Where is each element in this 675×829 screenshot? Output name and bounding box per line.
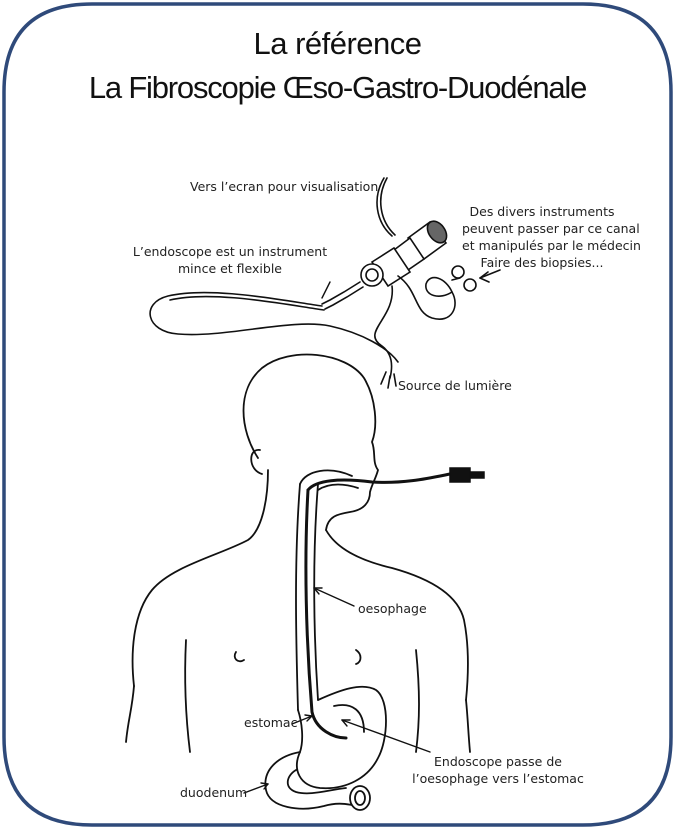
label-instruments-line: peuvent passer par ce canal: [462, 220, 622, 237]
label-passage: Endoscope passe de l’oesophage vers l’es…: [406, 753, 590, 787]
forceps-ring-2: [464, 279, 476, 291]
label-instruments-line: Des divers instruments: [462, 203, 622, 220]
label-endoscope: L’endoscope est un instrument mince et f…: [124, 243, 336, 277]
scope-connector: [450, 468, 470, 482]
label-instruments-line: Faire des biopsies...: [462, 254, 622, 271]
title-line-1: La référence: [0, 26, 675, 62]
card-frame: [4, 4, 671, 825]
label-passage-line: Endoscope passe de: [406, 753, 590, 770]
label-endoscope-line: mince et flexible: [124, 260, 336, 277]
label-duodenum: duodenum: [180, 784, 247, 801]
label-endoscope-line: L’endoscope est un instrument: [124, 243, 336, 260]
label-passage-line: l’oesophage vers l’estomac: [406, 770, 590, 787]
label-light-source: Source de lumière: [398, 377, 512, 394]
title-line-2: La Fibroscopie Œso-Gastro-Duodénale: [0, 70, 675, 106]
label-instruments: Des divers instruments peuvent passer pa…: [462, 203, 622, 271]
label-stomach: estomac: [244, 714, 297, 731]
label-instruments-line: et manipulés par le médecin: [462, 237, 622, 254]
duodenum-opening: [350, 786, 370, 810]
label-screen: Vers l’ecran pour visualisation: [190, 178, 378, 195]
label-oesophagus: oesophage: [358, 600, 427, 617]
